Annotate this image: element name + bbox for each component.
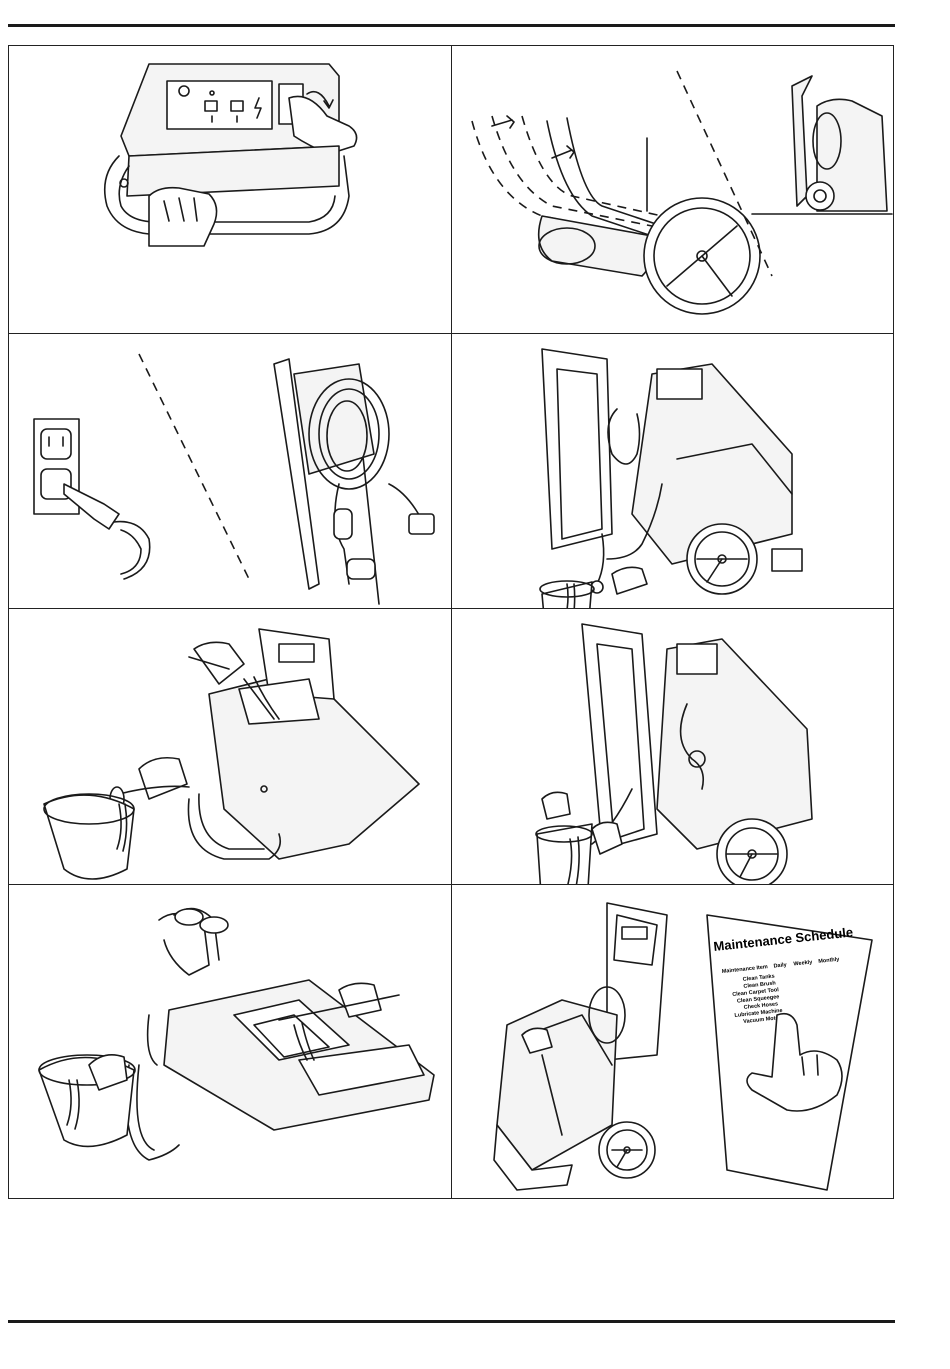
- panel-drain-recovery: [452, 334, 895, 608]
- illustration-grid: Maintenance Schedule Maintenance Item Da…: [8, 45, 894, 1199]
- top-rule: [8, 24, 895, 27]
- outlet-and-cord-illustration: [9, 334, 451, 608]
- panel-tilt-handle: [452, 46, 895, 333]
- panel-power-switch: [9, 46, 451, 333]
- solution-hose-illustration: [452, 609, 895, 884]
- rinse-tank-illustration: [9, 885, 451, 1200]
- panel-flush-tank: [9, 609, 451, 884]
- flush-tank-illustration: [9, 609, 451, 884]
- panel-rinse-tank: [9, 885, 451, 1200]
- tilt-handle-illustration: [452, 46, 895, 333]
- panel-drain-solution-hose: [452, 609, 895, 884]
- control-panel-illustration: [9, 46, 451, 333]
- drain-recovery-tank-illustration: [452, 334, 895, 608]
- maintenance-schedule-illustration: Maintenance Schedule Maintenance Item Da…: [452, 885, 895, 1200]
- panel-plug-in: [9, 334, 451, 608]
- panel-maintenance-schedule: Maintenance Schedule Maintenance Item Da…: [452, 885, 895, 1200]
- bottom-rule: [8, 1320, 895, 1323]
- grid-divider: [451, 46, 452, 1198]
